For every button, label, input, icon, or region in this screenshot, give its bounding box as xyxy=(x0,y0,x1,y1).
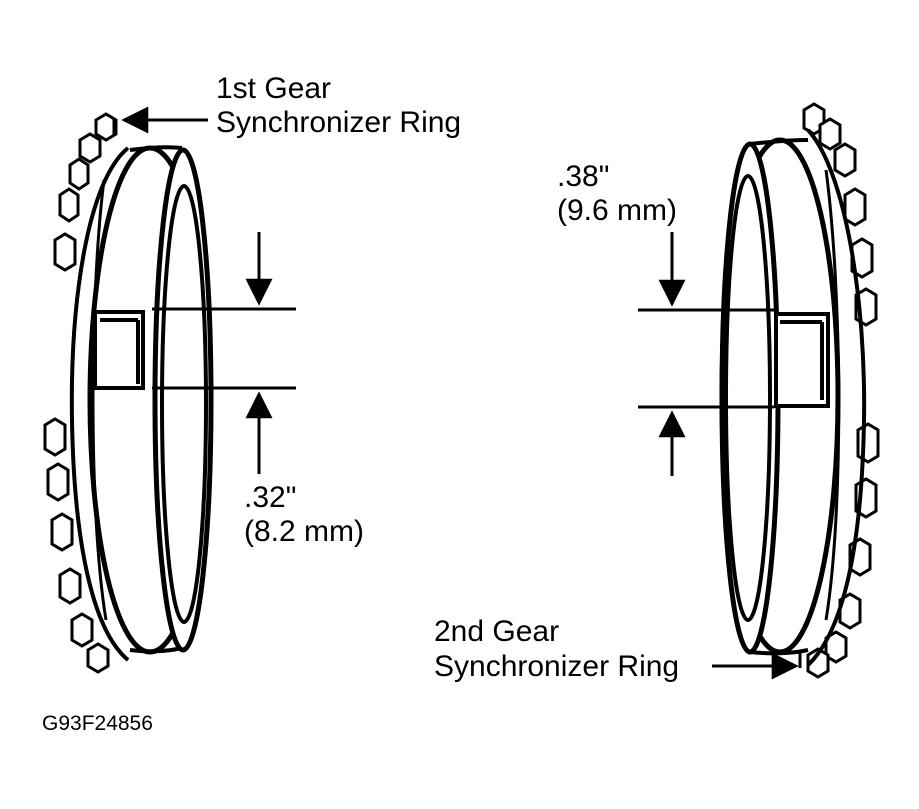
second-ring-label-line1: 2nd Gear xyxy=(434,615,560,648)
first-gear-synchronizer-ring xyxy=(43,106,296,674)
second-ring-back-rim xyxy=(806,128,867,667)
second-gear-synchronizer-ring xyxy=(638,102,880,680)
first-ring-teeth xyxy=(43,112,118,674)
second-ring-dimension xyxy=(638,232,774,476)
second-ring-dimension-mm: (9.6 mm) xyxy=(557,194,677,227)
first-ring-dimension xyxy=(152,232,296,474)
first-ring-inner-bore xyxy=(160,184,208,624)
first-ring-label-line2: Synchronizer Ring xyxy=(216,106,462,139)
first-ring-label-line1: 1st Gear xyxy=(216,72,332,105)
second-ring-key-slot xyxy=(774,312,830,408)
first-ring-dimension-mm: (8.2 mm) xyxy=(244,515,364,548)
second-ring-dimension-inch: .38" xyxy=(557,160,610,193)
first-ring-dimension-inch: .32" xyxy=(244,481,297,514)
first-ring-back-rim xyxy=(69,146,130,662)
figure-code: G93F24856 xyxy=(42,712,153,735)
first-ring-key-slot xyxy=(93,310,145,390)
second-ring-label-line2: Synchronizer Ring xyxy=(434,650,680,683)
second-ring-inner-bore xyxy=(724,174,772,622)
